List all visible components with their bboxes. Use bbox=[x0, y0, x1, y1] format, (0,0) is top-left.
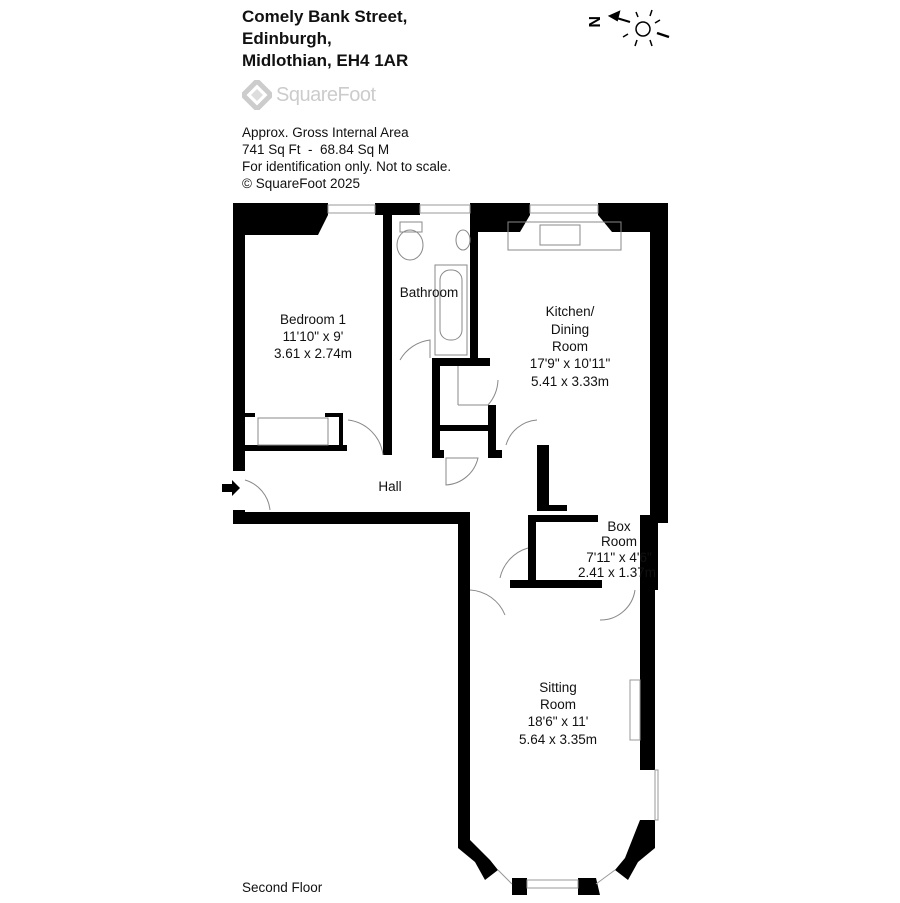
address-line-2: Edinburgh, bbox=[242, 29, 332, 48]
hall-name: Hall bbox=[378, 479, 401, 494]
wardrobe-icon bbox=[257, 417, 329, 446]
boxroom-name-1: Box bbox=[607, 519, 631, 534]
boxroom-name-2: Room bbox=[601, 534, 637, 549]
fixtures bbox=[244, 221, 636, 621]
sitting-imperial: 18'6" x 11' bbox=[528, 714, 589, 729]
area-info: Approx. Gross Internal Area 741 Sq Ft - … bbox=[242, 124, 451, 192]
room-labels: Bedroom 1 11'10" x 9' 3.61 x 2.74m Bathr… bbox=[274, 285, 656, 747]
bathroom-door-swing bbox=[399, 339, 431, 361]
store-door-swing bbox=[445, 457, 479, 486]
logo-text: SquareFoot bbox=[276, 83, 376, 106]
kitchen-counter-icon bbox=[507, 221, 622, 251]
compass-icon: N bbox=[585, 9, 670, 47]
kitchen-door-swing bbox=[505, 419, 538, 446]
bedroom1-name: Bedroom 1 bbox=[280, 312, 346, 327]
basin-icon bbox=[455, 229, 471, 251]
boxroom-imperial: 7'11" x 4'6" bbox=[586, 550, 652, 565]
entrance-arrow-icon bbox=[222, 480, 240, 496]
info-line-1: Approx. Gross Internal Area bbox=[242, 125, 409, 140]
kitchen-imperial: 17'9" x 10'11" bbox=[530, 356, 611, 371]
sink-icon bbox=[539, 224, 581, 246]
sitting-name-2: Room bbox=[540, 697, 576, 712]
kitchen-metric: 5.41 x 3.33m bbox=[531, 374, 609, 389]
logo-diamond-icon bbox=[242, 80, 272, 110]
kitchen-name-2: Dining bbox=[551, 322, 589, 337]
cupboard-door-swing bbox=[457, 366, 499, 406]
info-line-4: © SquareFoot 2025 bbox=[242, 176, 361, 191]
entrance-door-swing bbox=[244, 479, 271, 511]
info-line-2: 741 Sq Ft - 68.84 Sq M bbox=[242, 142, 390, 157]
kitchen-name-1: Kitchen/ bbox=[546, 304, 595, 319]
sitting-door-swing bbox=[469, 589, 506, 616]
address-line-1: Comely Bank Street, bbox=[242, 7, 408, 26]
address: Comely Bank Street, Edinburgh, Midlothia… bbox=[242, 6, 408, 72]
toilet-cistern-icon bbox=[399, 221, 423, 233]
address-line-3: Midlothian, EH4 1AR bbox=[242, 51, 409, 70]
sitting-name-1: Sitting bbox=[539, 680, 577, 695]
walls bbox=[233, 203, 668, 895]
boxroom-metric: 2.41 x 1.37m bbox=[578, 565, 656, 580]
bathroom-name: Bathroom bbox=[400, 285, 459, 300]
bath-icon bbox=[434, 264, 468, 356]
sitting-metric: 5.64 x 3.35m bbox=[519, 732, 597, 747]
boxroom-2-door-swing bbox=[599, 589, 636, 621]
bedroom1-imperial: 11'10" x 9' bbox=[283, 329, 344, 344]
toilet-icon bbox=[396, 229, 424, 261]
boxroom-door-swing bbox=[499, 547, 529, 579]
squarefoot-logo: SquareFoot bbox=[242, 80, 376, 110]
floor-label: Second Floor bbox=[242, 880, 323, 895]
windows bbox=[327, 204, 659, 889]
info-line-3: For identification only. Not to scale. bbox=[242, 159, 452, 174]
sun-icon bbox=[622, 9, 670, 47]
bedroom-door-swing bbox=[347, 419, 384, 456]
north-arrow-icon bbox=[607, 10, 631, 23]
kitchen-name-3: Room bbox=[552, 339, 588, 354]
bedroom1-metric: 3.61 x 2.74m bbox=[274, 346, 352, 361]
north-label: N bbox=[585, 16, 602, 28]
